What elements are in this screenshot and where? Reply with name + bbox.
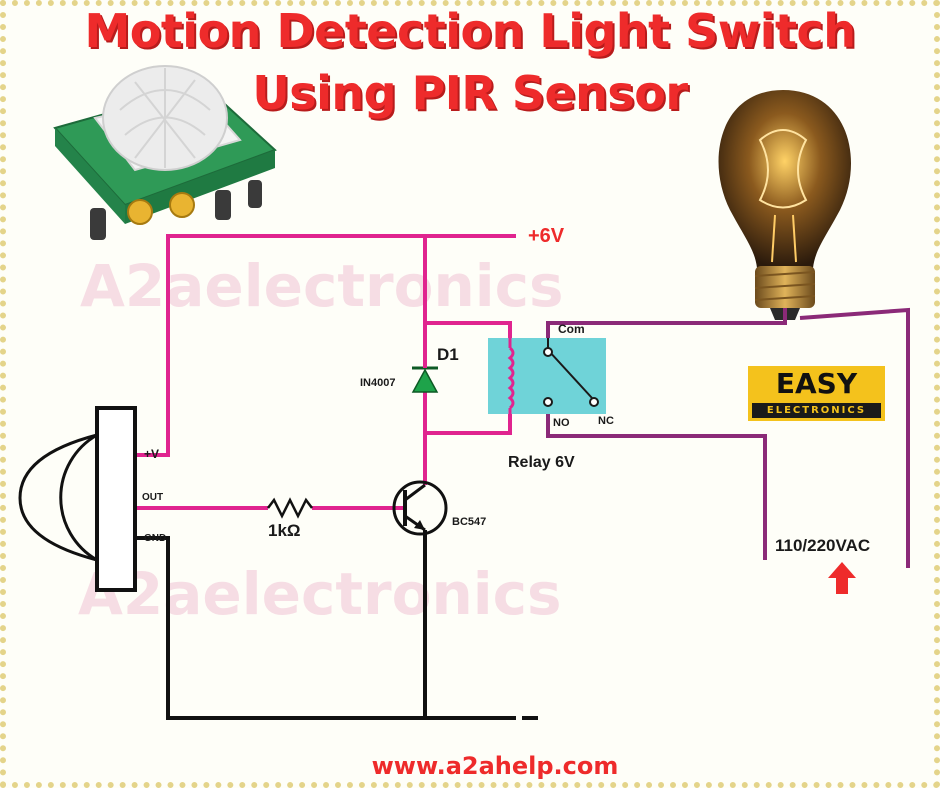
pir-out-label: OUT <box>142 492 163 503</box>
transistor-label: BC547 <box>452 516 486 528</box>
diode-name-label: D1 <box>437 345 459 364</box>
resistor-1k <box>267 497 313 519</box>
relay-nc-label: NC <box>598 415 614 427</box>
resistor-label: 1kΩ <box>268 521 301 540</box>
title-line-1: Motion Detection Light Switch <box>84 4 856 58</box>
diode-d1 <box>411 360 439 393</box>
relay-6v <box>488 338 606 414</box>
supply-wiring <box>135 234 516 510</box>
ac-wiring <box>546 307 910 568</box>
transistor-bc547 <box>392 480 448 536</box>
footer-url[interactable]: www.a2ahelp.com <box>371 752 619 780</box>
pir-gnd-label: GND <box>144 533 166 544</box>
pir-sensor-symbol <box>18 406 137 592</box>
pir-sensor-module-icon <box>53 65 277 240</box>
logo-bottom-text: ELECTRONICS <box>752 403 881 418</box>
title-line-2: Using PIR Sensor <box>252 66 688 120</box>
supply-label: +6V <box>528 225 565 247</box>
ground-wiring <box>135 530 538 720</box>
relay-no-label: NO <box>553 417 570 429</box>
diode-part-label: IN4007 <box>360 377 395 389</box>
light-bulb-icon <box>718 90 852 320</box>
up-arrow-icon <box>828 562 856 594</box>
easy-electronics-logo: EASY ELECTRONICS <box>748 366 885 421</box>
watermark-top: A2aelectronics <box>80 252 564 320</box>
watermark-bottom: A2aelectronics <box>78 560 562 628</box>
pir-vcc-label: +V <box>144 447 159 461</box>
logo-top-text: EASY <box>775 367 858 400</box>
mains-label: 110/220VAC <box>775 536 870 555</box>
relay-name-label: Relay 6V <box>508 454 575 471</box>
relay-com-label: Com <box>558 322 585 336</box>
